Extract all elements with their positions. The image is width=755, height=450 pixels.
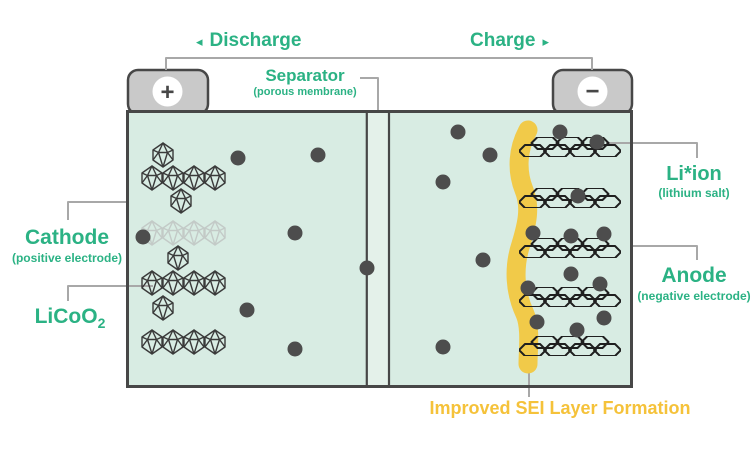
formula-base: LiCoO — [34, 305, 98, 328]
lithium-ion-dot — [230, 150, 246, 166]
lithium-ion-dot — [596, 226, 612, 242]
lithium-ion-dot — [552, 124, 568, 140]
left-arrow-icon: ◂ — [196, 33, 203, 49]
licoo2-formula-label: LiCoO2 — [0, 305, 140, 332]
liion-pointer-line — [606, 142, 698, 158]
lithium-ion-dot — [563, 266, 579, 282]
anode-title: Anode — [661, 264, 727, 287]
lithium-ion-dot — [359, 260, 375, 276]
lithium-ion-dots — [135, 124, 612, 357]
discharge-direction-label: ◂ Discharge — [196, 30, 301, 52]
lithium-ion-label: Li*ion (lithium salt) — [632, 163, 755, 201]
cathode-label: Cathode (positive electrode) — [0, 226, 134, 265]
lithium-ion-dot — [287, 225, 303, 241]
battery-body-border — [126, 110, 633, 388]
lithium-ion-dot — [520, 280, 536, 296]
cathode-subtitle: (positive electrode) — [11, 250, 123, 265]
lithium-ion-dot — [596, 310, 612, 326]
charge-direction-label: Charge ▸ — [470, 30, 549, 52]
lithium-ion-dot — [529, 314, 545, 330]
lithium-ion-dot — [450, 124, 466, 140]
positive-terminal: + — [126, 68, 210, 116]
anode-label: Anode (negative electrode) — [630, 264, 755, 303]
anode-subtitle: (negative electrode) — [637, 288, 751, 303]
lithium-ion-dot — [287, 341, 303, 357]
anode-pointer-line — [633, 245, 698, 260]
right-arrow-icon: ▸ — [542, 33, 549, 49]
liion-subtitle: (lithium salt) — [658, 186, 730, 201]
separator-label: Separator (porous membrane) — [225, 66, 385, 98]
plus-symbol: + — [160, 79, 174, 106]
lithium-ion-dot — [482, 147, 498, 163]
negative-terminal: − — [551, 68, 634, 116]
lithium-ion-dot — [525, 225, 541, 241]
sei-layer-band — [506, 120, 539, 374]
terminal-bracket-line — [165, 57, 593, 70]
minus-icon — [577, 76, 608, 107]
liion-title: Li*ion — [666, 163, 722, 185]
cathode-pointer-line — [67, 201, 126, 220]
sei-formation-label: Improved SEI Layer Formation — [429, 398, 691, 418]
lithium-ion-dot — [592, 276, 608, 292]
separator-subtitle: (porous membrane) — [253, 86, 357, 99]
lithium-ion-dot — [239, 302, 255, 318]
lithium-ion-dot — [135, 229, 151, 245]
minus-symbol: − — [585, 78, 599, 105]
lithium-ion-dot — [475, 252, 491, 268]
lithium-ion-dot — [569, 322, 585, 338]
formula-subscript: 2 — [97, 315, 106, 332]
discharge-text: Discharge — [209, 30, 302, 51]
separator-title: Separator — [265, 66, 345, 85]
charge-text: Charge — [470, 30, 536, 51]
cathode-title: Cathode — [25, 226, 109, 249]
plus-icon — [152, 76, 183, 107]
leader-lines — [67, 57, 698, 397]
separator-gap — [366, 112, 390, 386]
separator-pointer-line — [360, 77, 379, 112]
lithium-ion-dot — [563, 228, 579, 244]
licoo2-pointer-line — [67, 285, 153, 301]
lithium-ion-dot — [589, 134, 605, 150]
lithium-ion-dot — [435, 339, 451, 355]
lithium-ion-dot — [570, 188, 586, 204]
lithium-ion-dot — [310, 147, 326, 163]
lithium-ion-dot — [435, 174, 451, 190]
